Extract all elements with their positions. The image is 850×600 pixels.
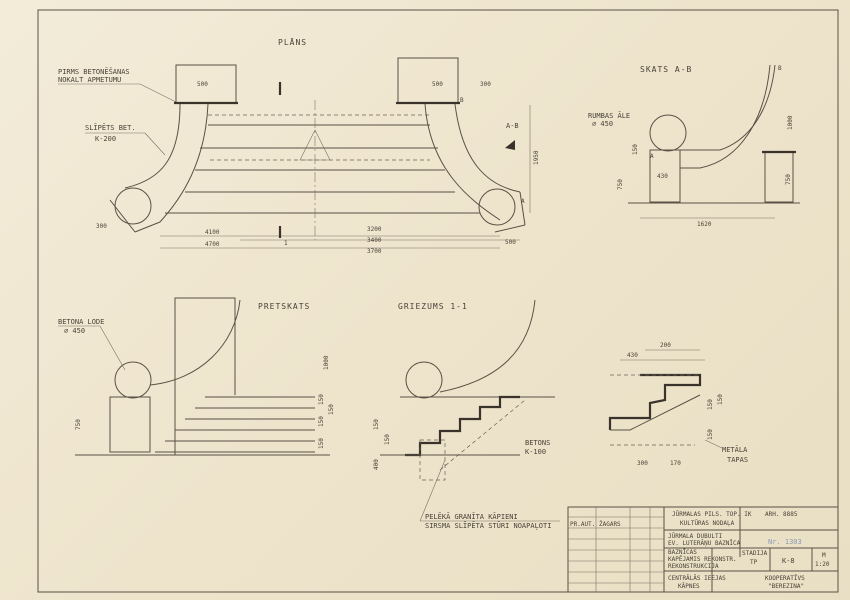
section-label: A-B: [506, 122, 519, 130]
dim-label: 750: [617, 179, 624, 190]
dim-label: 300: [96, 223, 107, 230]
dim-label: 4100: [205, 229, 220, 236]
stage-label: STADIJA: [742, 550, 768, 557]
plan-note: NOKALT APMETUMU: [58, 76, 121, 84]
section-title: GRIEZUMS 1-1: [398, 302, 468, 311]
dim-label: 150: [328, 404, 335, 415]
scale-label: M: [822, 552, 826, 559]
elevation-title: PRETSKATS: [258, 302, 310, 311]
step-detail: 430 200 300 170 150 150 150 METĀLA TAPAS: [608, 342, 748, 467]
dim-label: 150: [707, 429, 714, 440]
elevation-view: PRETSKATS BETONA LODE ⌀ 450 750 1000 150…: [58, 297, 335, 456]
point-label: B: [778, 65, 782, 72]
drawing-title: CENTRĀLĀS IEEJAS: [668, 575, 726, 582]
view-ab-note: ⌀ 450: [592, 120, 613, 128]
work-title: BAZNĪCAS: [668, 549, 697, 556]
title-block: PR.AUT. ŽAGARS JŪRMALAS PILS. TOP. IK KU…: [567, 506, 839, 593]
dim-label: 4700: [205, 241, 220, 248]
dim-label: 300: [637, 460, 648, 467]
detail-note: TAPAS: [727, 456, 748, 464]
dim-label: 500: [432, 81, 443, 88]
plan-note: PIRMS BETONĒŠANAS: [58, 67, 130, 76]
section-mark: 1: [284, 240, 288, 247]
dim-label: 150: [373, 419, 380, 430]
sheet-number: Nr. 1303: [768, 538, 802, 546]
work-title: KAPĒJAMIS REKONSTR.: [668, 556, 737, 563]
plan-note: K-200: [95, 135, 116, 143]
dim-label: 150: [318, 416, 325, 427]
dim-label: 500: [197, 81, 208, 88]
section-note: K-100: [525, 448, 546, 456]
point-label: A: [650, 153, 654, 160]
section-note: SIRSMA SLĪPĒTA STŪRI NOAPAĻOTI: [425, 521, 551, 531]
dim-label: 750: [75, 419, 82, 430]
plan-view: PLĀNS PIRMS BETONĒŠANAS NOKALT APMETUMU …: [58, 37, 540, 255]
stage-value: TP: [750, 559, 758, 566]
view-ab-note: RUMBAS ĀLE: [588, 111, 630, 120]
dim-label: 1000: [323, 355, 330, 370]
object-name: JŪRMALA DUBULTI: [668, 533, 723, 540]
cooperative: KOOPERATĪVS: [765, 575, 805, 582]
dim-label: 150: [632, 144, 639, 155]
section-note: BETONS: [525, 439, 550, 447]
dim-label: 3200: [367, 226, 382, 233]
sheet-border: [37, 9, 839, 593]
plan-title: PLĀNS: [278, 37, 307, 47]
cooperative: "BEREZINA": [768, 583, 804, 590]
dim-label: 430: [627, 352, 638, 359]
dim-label: 400: [373, 459, 380, 470]
dim-label: 3700: [367, 248, 382, 255]
dim-label: 1620: [697, 221, 712, 228]
plan-note: SLĪPĒTS BET.: [85, 123, 136, 132]
elevation-note: BETONA LODE: [58, 318, 104, 326]
detail-note: METĀLA: [722, 445, 748, 454]
scale-value: 1:20: [815, 561, 830, 568]
author-name: ŽAGARS: [599, 520, 621, 528]
drawing-title: KĀPNES: [678, 583, 700, 590]
point-label: B: [460, 97, 464, 104]
view-a-b: SKATS A-B RUMBAS ĀLE ⌀ 450 1620 1000 750…: [588, 64, 800, 228]
point-label: A: [521, 198, 525, 205]
view-ab-title: SKATS A-B: [640, 65, 692, 74]
section-note: PELĒKĀ GRANĪTA KĀPIENI: [425, 512, 518, 521]
dim-label: 170: [670, 460, 681, 467]
dim-label: 1950: [533, 150, 540, 165]
archive-number: ARH. 8885: [765, 511, 798, 518]
ball-plan: [478, 188, 516, 226]
dim-label: 200: [660, 342, 671, 349]
dim-label: 150: [318, 394, 325, 405]
dim-label: 150: [717, 394, 724, 405]
dim-label: 750: [785, 174, 792, 185]
object-name: EV. LUTERĀŅU BAZNĪCA: [668, 540, 741, 547]
dim-label: 150: [707, 399, 714, 410]
author-role: PR.AUT.: [570, 521, 595, 528]
dim-label: 430: [657, 173, 668, 180]
section-view: GRIEZUMS 1-1 BETONS K-100 PELĒKĀ GRANĪTA…: [373, 299, 560, 531]
work-title: REKONSTRUKCIJA: [668, 563, 719, 570]
dim-label: 300: [480, 81, 491, 88]
dim-label: 150: [318, 438, 325, 449]
dim-label: 150: [384, 434, 391, 445]
organization: KULTŪRAS NODAĻA: [680, 520, 735, 527]
dim-label: 500: [505, 239, 516, 246]
organization: JŪRMALAS PILS. TOP. IK: [672, 511, 752, 518]
dim-label: 1000: [787, 115, 794, 130]
drawing-code: K-8: [782, 557, 795, 565]
ball-plan: [114, 187, 152, 225]
dim-label: 3400: [367, 237, 382, 244]
elevation-note: ⌀ 450: [64, 327, 85, 335]
